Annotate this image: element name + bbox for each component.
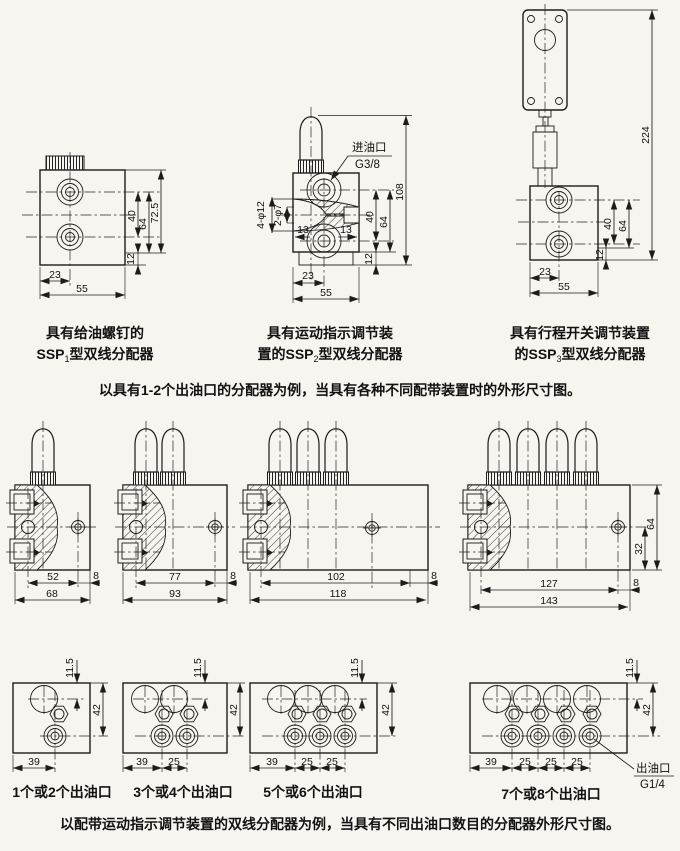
dim-23: 23 [49,269,61,281]
dim-11-5: 11.5 [624,658,636,678]
diagram-ssp3: 40 64 12 224 23 55 具有行程开关调节装置 的SSP3型双线分配… [509,4,658,364]
dim-40: 40 [602,218,614,230]
dim-143: 143 [540,595,558,607]
dim-8: 8 [431,570,437,582]
dim-40: 40 [364,211,376,223]
dim-77: 77 [169,571,181,583]
diagram-face-7-8: 11.5 42 39 25 25 25 出油口 G1/4 7个或8个出油口 [469,658,674,802]
diagram-face-5-6: 11.5 42 39 25 25 5个或6个出油口 [249,658,397,800]
dim-8: 8 [93,570,99,582]
diagram-body-2dome: 77 8 93 [114,421,237,604]
bottom-note: 以配带运动指示调节装置的双线分配器为例，当具有不同出油口数目的分配器外形尺寸图。 [60,816,620,832]
caption-ssp3-line1: 具有行程开关调节装置 [509,325,650,341]
dim-39: 39 [136,756,148,768]
dim-93: 93 [169,588,181,600]
holes-4xd12-label: 4-φ12 [255,201,267,229]
diagram-ssp2: 进油口 G3/8 4-φ12 2-φ7 13 13 40 64 12 108 [255,107,412,364]
dim-39: 39 [28,756,40,768]
dim-13-right: 13 [340,224,352,236]
dim-11-5: 11.5 [64,658,76,678]
dim-64: 64 [378,216,390,228]
diagram-ssp1: 40 64 72.5 12 23 55 具有给油螺钉的 SSP1型双线分配器 [22,152,166,364]
dim-8: 8 [633,577,639,589]
dim-55: 55 [558,281,570,293]
outlet-thread-label: G1/4 [640,779,666,791]
dim-118: 118 [330,588,347,600]
middle-note: 以具有1-2个出油口的分配器为例，当具有各种不同配带装置时的外形尺寸图。 [99,382,581,398]
face-block [12,682,91,754]
face-block [122,682,228,754]
dim-12: 12 [594,249,606,261]
dim-42: 42 [91,704,103,716]
dim-55: 55 [76,283,88,295]
dim-39: 39 [485,756,497,768]
dim-68: 68 [46,588,58,600]
dim-25b: 25 [545,756,557,768]
caption-outlets-1-2: 1个或2个出油口 [12,784,112,800]
inlet-label: 进油口 [352,140,387,154]
dim-23: 23 [539,266,551,278]
dim-64: 64 [645,518,657,530]
dim-25: 25 [301,756,313,768]
dim-12: 12 [125,253,137,265]
dim-25: 25 [519,756,531,768]
caption-ssp1-line2: SSP1型双线分配器 [36,346,154,364]
diagram-body-4dome: 127 8 143 32 64 [459,421,662,611]
caption-outlets-7-8: 7个或8个出油口 [501,786,601,802]
dim-42: 42 [380,704,392,716]
dim-25: 25 [168,756,180,768]
dim-25c: 25 [571,756,583,768]
dim-108: 108 [394,183,406,201]
diagram-body-1dome: 52 8 68 [6,421,100,604]
outlet-label: 出油口 [636,761,671,775]
dim-42: 42 [641,704,653,716]
dim-13-left: 13 [297,224,309,236]
dim-23: 23 [302,270,314,282]
caption-outlets-5-6: 5个或6个出油口 [263,784,363,800]
dim-55: 55 [320,287,332,299]
valve-body [529,185,599,261]
oil-screw-icon [45,155,85,171]
dim-39: 39 [266,756,278,768]
dim-8: 8 [230,570,236,582]
caption-ssp2-line1: 具有运动指示调节装 [266,325,394,341]
dim-52: 52 [47,571,59,583]
holes-2xd7-label: 2-φ7 [272,204,284,226]
diagram-body-3dome: 102 8 118 [239,421,440,604]
caption-ssp2-line2: 置的SSP2型双线分配器 [257,346,403,364]
caption-ssp1-line1: 具有给油螺钉的 [45,325,144,341]
dim-224: 224 [640,126,652,144]
face-block [469,682,628,754]
dim-102: 102 [327,571,345,583]
inlet-thread-label: G3/8 [355,159,380,171]
dim-127: 127 [540,578,558,590]
diagram-face-1-2: 11.5 42 39 1个或2个出油口 [12,658,112,800]
dim-11-5: 11.5 [192,658,204,678]
dim-64: 64 [137,218,149,230]
dim-12: 12 [363,253,375,265]
dim-42: 42 [228,704,240,716]
dim-25b: 25 [326,756,338,768]
diagram-face-3-4: 11.5 42 39 25 3个或4个出油口 [122,658,245,800]
dim-11-5: 11.5 [349,658,361,678]
face-block [249,682,378,754]
valve-body [39,169,126,266]
caption-ssp3-line2: 的SSP3型双线分配器 [514,346,646,364]
caption-outlets-3-4: 3个或4个出油口 [133,784,233,800]
dim-72-5: 72.5 [149,203,161,224]
dim-32: 32 [633,543,645,555]
dim-64: 64 [617,220,629,232]
dim-40: 40 [126,210,138,222]
